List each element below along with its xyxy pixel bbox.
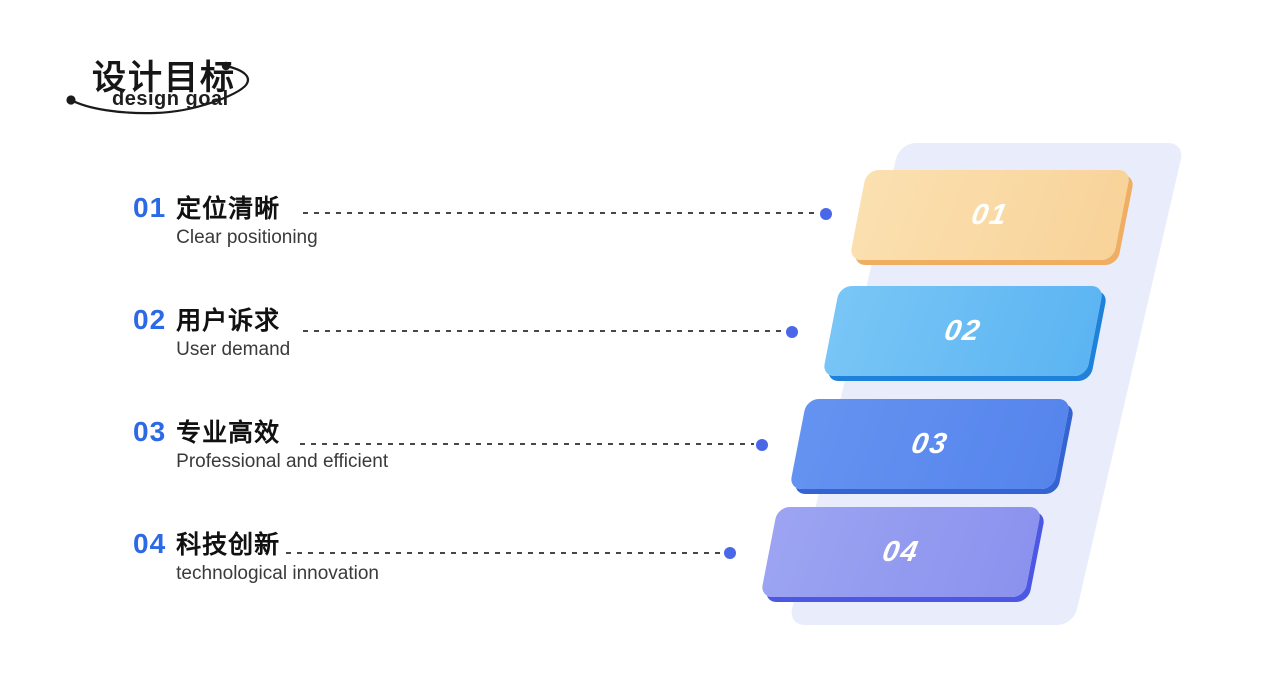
goal-row-3: 03 专业高效 Professional and efficient	[133, 418, 388, 474]
swoosh-dot-right	[221, 61, 231, 71]
goal-number: 02	[133, 304, 167, 335]
goal-title-zh: 定位清晰	[176, 195, 281, 223]
step-card-label: 04	[879, 535, 923, 568]
title-block: 设计目标 design goal	[0, 0, 320, 140]
leader-dot-1	[820, 208, 832, 220]
goal-subtitle-en: technological innovation	[176, 563, 379, 584]
leader-dot-4	[724, 547, 736, 559]
goal-title-zh: 用户诉求	[176, 307, 281, 335]
leader-line-2	[303, 330, 784, 332]
page-subtitle: design goal	[112, 88, 229, 110]
goal-number: 01	[133, 192, 167, 223]
leader-line-1	[303, 212, 818, 214]
step-card-3: 03	[789, 399, 1071, 489]
leader-line-3	[300, 443, 754, 445]
goal-row-1: 01 定位清晰 Clear positioning	[133, 194, 318, 250]
goal-number: 04	[133, 528, 167, 559]
step-card-1: 01	[849, 170, 1131, 260]
goal-row-2: 02 用户诉求 User demand	[133, 306, 290, 362]
step-card-2: 02	[822, 286, 1104, 376]
leader-dot-3	[756, 439, 768, 451]
goal-subtitle-en: Clear positioning	[176, 227, 318, 248]
step-card-label: 03	[908, 427, 952, 460]
goal-subtitle-en: Professional and efficient	[176, 451, 389, 472]
page-title: 设计目标	[92, 59, 236, 97]
goal-title-zh: 科技创新	[176, 531, 281, 559]
goal-subtitle-en: User demand	[176, 339, 291, 360]
goal-title-zh: 专业高效	[176, 419, 281, 447]
step-card-4: 04	[760, 507, 1042, 597]
step-card-label: 01	[968, 198, 1012, 231]
goal-number: 03	[133, 416, 167, 447]
title-swoosh-decoration	[66, 61, 250, 115]
leader-dot-2	[786, 326, 798, 338]
leader-line-4	[286, 552, 722, 554]
goal-row-4: 04 科技创新 technological innovation	[133, 530, 379, 586]
step-card-label: 02	[941, 314, 985, 347]
swoosh-dot-left	[66, 95, 76, 105]
